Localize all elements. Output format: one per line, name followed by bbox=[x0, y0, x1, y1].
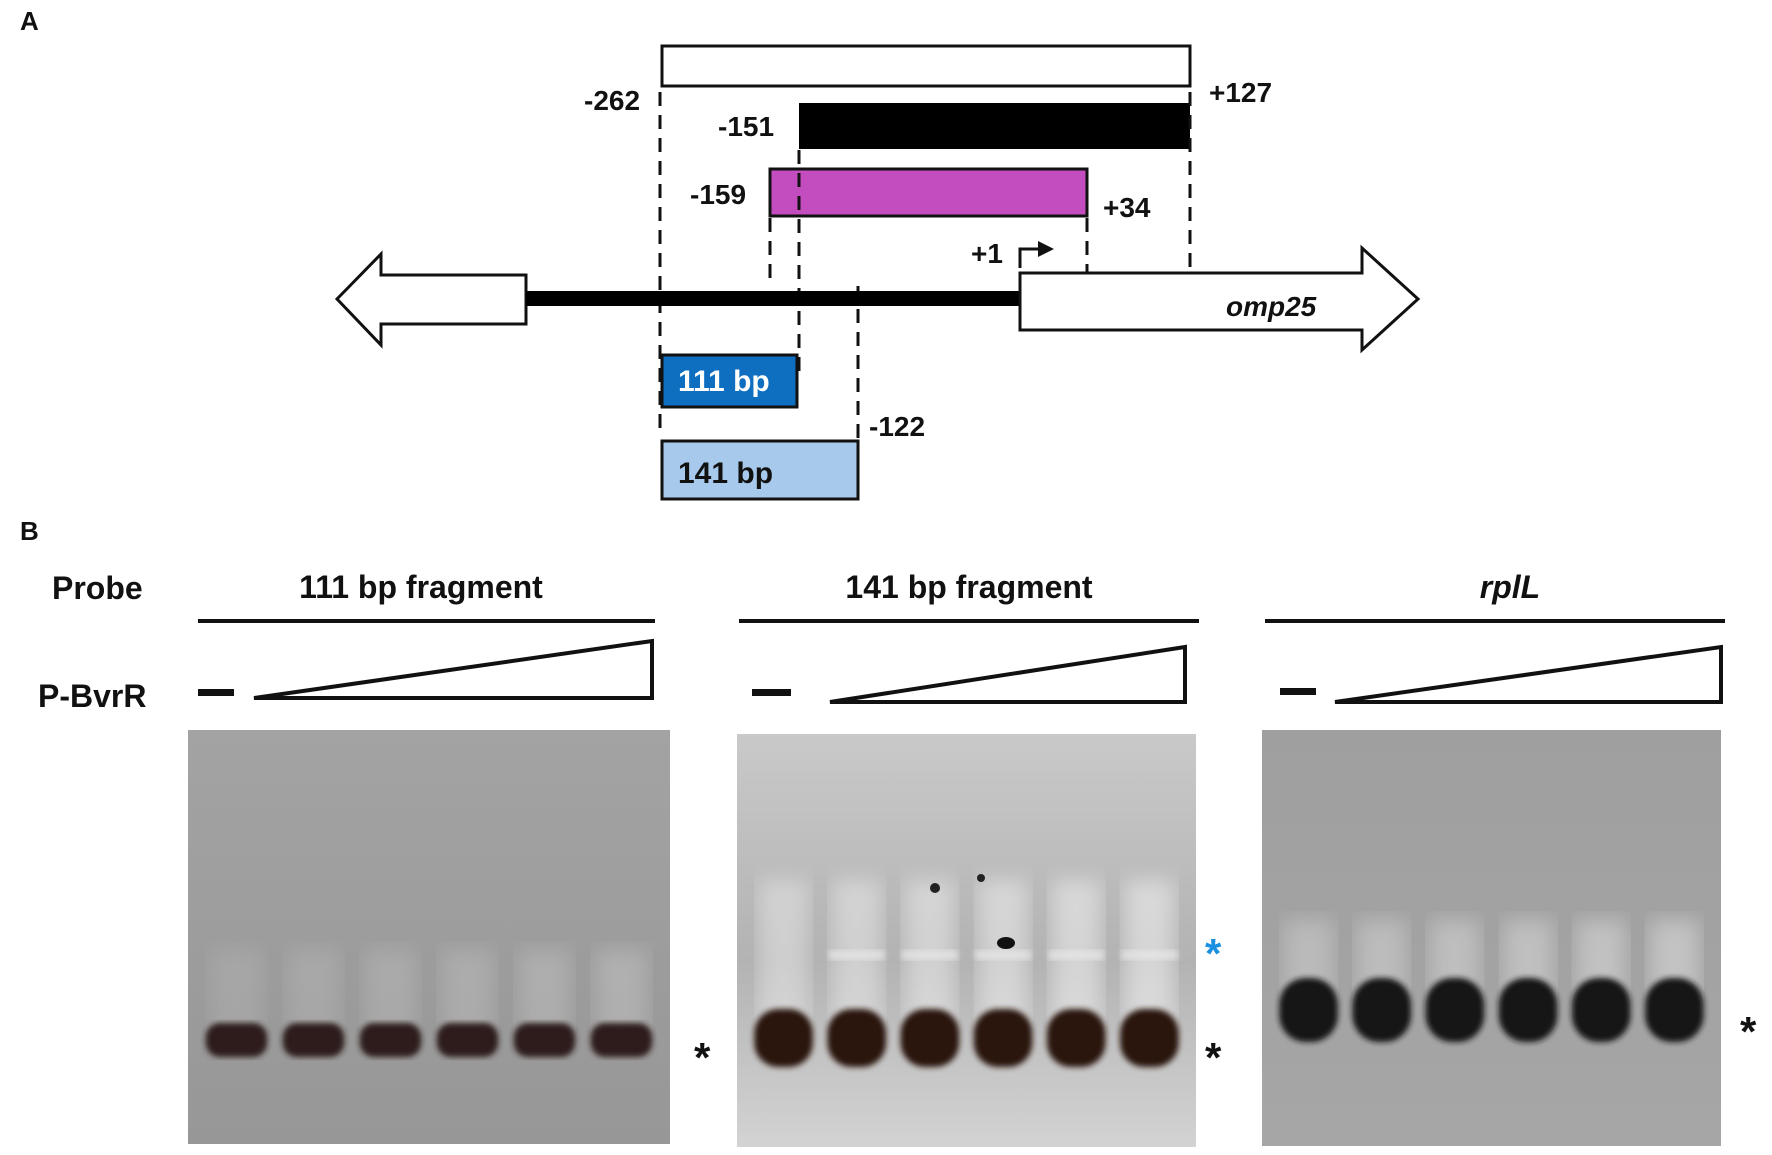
gel-2-image bbox=[737, 734, 1196, 1147]
gel-2-lane-2-band bbox=[827, 1009, 887, 1067]
gel-2-background bbox=[737, 734, 1196, 1147]
gel-3-no-protein-dash bbox=[1280, 688, 1316, 695]
black-region-bar bbox=[799, 103, 1190, 149]
gel-2-title: 141 bp fragment bbox=[845, 569, 1093, 605]
fragment-141bp-label: 141 bp bbox=[678, 457, 773, 490]
gel-3-image bbox=[1262, 730, 1721, 1146]
gel-2-free-probe-marker: * bbox=[1205, 1034, 1222, 1081]
fragment-111bp-box bbox=[660, 353, 799, 409]
gel-1-background bbox=[188, 730, 670, 1144]
gel-3-lane-6-band bbox=[1645, 978, 1704, 1042]
gel-2-lane-6-band bbox=[1120, 1009, 1179, 1067]
fragment-141bp-box bbox=[660, 439, 860, 501]
gel-1-image bbox=[188, 730, 670, 1144]
gel-1-lane-3-band bbox=[359, 1023, 422, 1057]
gel-1-lane-2-band bbox=[282, 1023, 345, 1057]
gel-3-title: rplL bbox=[1480, 569, 1540, 605]
gel-3-concentration-wedge bbox=[1334, 644, 1723, 704]
gel-2-lane-5-shifted-band bbox=[1048, 950, 1105, 960]
gel-3-background bbox=[1262, 730, 1721, 1146]
gel-1-concentration-wedge bbox=[253, 638, 654, 700]
gel-2-lane-1-band bbox=[754, 1009, 813, 1067]
gel-2-no-protein-dash bbox=[752, 689, 791, 696]
gel-3-lane-4-band bbox=[1498, 978, 1558, 1042]
gel-1-lane-5-band bbox=[513, 1023, 576, 1057]
gel-3-free-probe-marker: * bbox=[1740, 1008, 1757, 1055]
gel-2-shifted-complex-marker: * bbox=[1205, 930, 1222, 977]
gel-2-speck bbox=[977, 874, 985, 882]
gel-1-title: 111 bp fragment bbox=[299, 569, 543, 605]
gel-1-lane-1-band bbox=[205, 1023, 268, 1057]
gel-3-lane-2-band bbox=[1352, 978, 1412, 1042]
coord-plus-127: +127 bbox=[1209, 77, 1272, 108]
gel-2-speck bbox=[997, 937, 1015, 949]
coord-minus-151: -151 bbox=[718, 111, 774, 142]
gel-1-lane-6-band bbox=[590, 1023, 653, 1057]
gel-2-lane-3-shifted-band bbox=[902, 950, 958, 960]
gel-1-free-probe-marker: * bbox=[694, 1034, 711, 1081]
gel-2-lane-5-band bbox=[1046, 1009, 1106, 1067]
gel-2-lane-3-band bbox=[900, 1009, 960, 1067]
intergenic-region-line bbox=[526, 291, 1020, 306]
gel-2-concentration-wedge bbox=[829, 644, 1187, 704]
panel-b-label: B bbox=[20, 516, 39, 546]
coord-plus-1: +1 bbox=[971, 238, 1003, 269]
gel-3-lane-3-band bbox=[1425, 978, 1485, 1042]
gel-2-lane-2-shifted-band bbox=[828, 950, 885, 960]
gel-2-lane-6-shifted-band bbox=[1121, 950, 1178, 960]
gene-name-omp25: omp25 bbox=[1226, 291, 1317, 322]
panel-a-label: A bbox=[20, 6, 39, 36]
probe-row-label: Probe bbox=[52, 570, 143, 606]
gel-2-speck bbox=[930, 883, 940, 893]
omp25-gene-arrow bbox=[1018, 244, 1421, 354]
tss-arrow-stem bbox=[1018, 247, 1038, 268]
gel-1-no-protein-dash bbox=[198, 689, 234, 696]
coord-minus-159: -159 bbox=[690, 179, 746, 210]
protein-row-label: P-BvrR bbox=[38, 678, 146, 714]
fragment-111bp-label: 111 bp bbox=[678, 365, 770, 398]
pink-region-bar bbox=[768, 167, 1089, 218]
left-gene-arrow bbox=[334, 250, 528, 349]
coord-plus-34: +34 bbox=[1103, 192, 1151, 223]
tss-arrow-icon bbox=[1038, 241, 1054, 257]
full-region-bar bbox=[660, 44, 1192, 88]
gel-1-lane-4-band bbox=[436, 1023, 499, 1057]
gel-3-lane-5-band bbox=[1571, 978, 1631, 1042]
gel-2-lane-4-shifted-band bbox=[975, 950, 1031, 960]
gel-2-lane-4-band bbox=[973, 1009, 1033, 1067]
coord-minus-122: -122 bbox=[869, 411, 925, 442]
gel-3-lane-1-band bbox=[1279, 978, 1338, 1042]
coord-minus-262: -262 bbox=[584, 85, 640, 116]
